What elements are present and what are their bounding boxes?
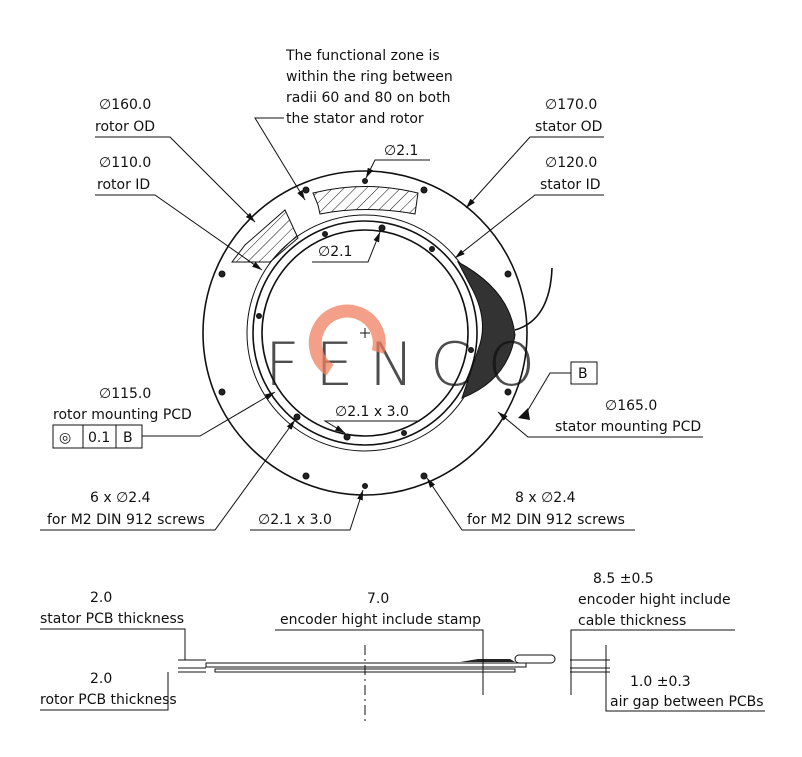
cutaway-spring <box>230 209 299 263</box>
inner-hole-dimension: ∅2.1 <box>318 244 352 260</box>
functional-zone-note-line-2: within the ring between <box>286 69 453 85</box>
stator-pcb-side <box>205 662 527 668</box>
stator-outer-circle <box>202 170 528 496</box>
stator-id-label: stator ID <box>540 177 601 193</box>
top-hole-dimension: ∅2.1 <box>384 143 418 159</box>
rotor-pcd-label: rotor mounting PCD <box>53 407 192 423</box>
cable-height-label-1: encoder hight include <box>578 592 731 608</box>
stator-od-label: stator OD <box>535 119 602 135</box>
stator-pcd-value: ∅165.0 <box>605 398 657 414</box>
datum-b-box: B <box>518 361 598 420</box>
encoder-height-value: 7.0 <box>367 591 389 607</box>
hatched-section <box>312 186 419 215</box>
rotor-outer-circle <box>252 220 478 446</box>
rotor-pcd-value: ∅115.0 <box>99 386 151 402</box>
watermark: FENCO <box>265 330 535 400</box>
inner-slot-dimension: ∅2.1 x 3.0 <box>335 404 409 420</box>
rotor-id-value: ∅110.0 <box>99 155 151 171</box>
encoder-side-view: 2.0 stator PCB thickness 2.0 rotor PCB t… <box>40 571 765 725</box>
encoder-height-label: encoder hight include stamp <box>280 612 481 628</box>
rotor-pcb-label: rotor PCB thickness <box>40 692 177 708</box>
stator-id-value: ∅120.0 <box>545 155 597 171</box>
functional-zone-note-line-1: The functional zone is <box>285 48 440 64</box>
rotor-id-label: rotor ID <box>97 177 150 193</box>
rotor-screws-value: 6 x ∅2.4 <box>90 490 151 506</box>
components-side <box>460 659 515 662</box>
stator-pcd-label: stator mounting PCD <box>555 419 701 435</box>
cable-height-value: 8.5 ±0.5 <box>593 571 654 587</box>
tolerance-value: 0.1 <box>88 430 110 446</box>
stator-screw-holes <box>218 178 512 489</box>
rotor-screw-holes <box>256 224 474 441</box>
stator-od-value: ∅170.0 <box>545 97 597 113</box>
rotor-od-label: rotor OD <box>95 119 155 135</box>
center-mark <box>360 328 370 338</box>
rotor-screws-label: for M2 DIN 912 screws <box>47 512 205 528</box>
tolerance-frame: ◎ 0.1 B <box>52 424 143 449</box>
functional-zone-note-line-4: the stator and rotor <box>286 111 424 127</box>
stator-pcb-value: 2.0 <box>90 590 112 606</box>
rotor-pcb-value: 2.0 <box>90 671 112 687</box>
concentricity-symbol: ◎ <box>59 430 71 446</box>
air-gap-value: 1.0 ±0.3 <box>630 674 691 690</box>
rotor-od-value: ∅160.0 <box>99 97 151 113</box>
cable-height-label-2: cable thickness <box>578 613 686 629</box>
stator-screws-value: 8 x ∅2.4 <box>515 490 576 506</box>
cable-side <box>514 654 556 664</box>
rotor-inner-circle <box>261 229 469 437</box>
cable <box>514 267 553 331</box>
stator-pcb-label: stator PCB thickness <box>40 611 184 627</box>
datum-reference: B <box>123 430 133 446</box>
rotor-pcb-side <box>214 668 516 673</box>
pcb-electronics <box>456 260 516 399</box>
watermark-arrow <box>308 304 386 376</box>
functional-zone-note-line-3: radii 60 and 80 on both <box>286 90 450 106</box>
encoder-top-view: FENCO The functional zone is within the … <box>40 48 703 531</box>
datum-b-label: B <box>578 366 588 382</box>
stator-screws-label: for M2 DIN 912 screws <box>467 512 625 528</box>
air-gap-label: air gap between PCBs <box>610 694 764 710</box>
bottom-slot-dimension: ∅2.1 x 3.0 <box>258 512 332 528</box>
